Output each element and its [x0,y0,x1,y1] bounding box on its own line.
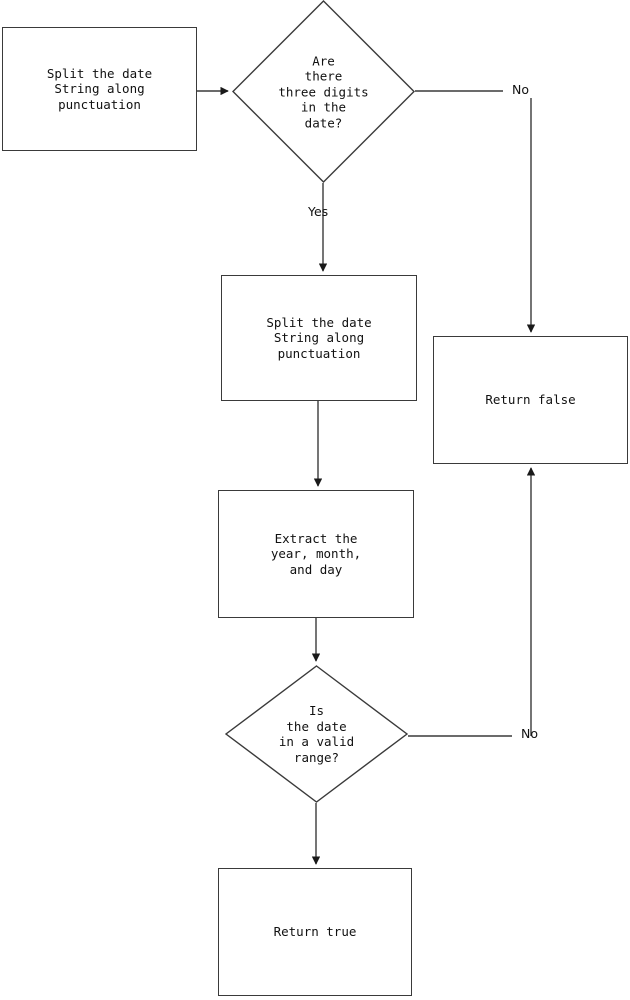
node-valid-range-decision[interactable]: Is the date in a valid range? [225,665,408,803]
node-extract-parts-label: Extract the year, month, and day [270,530,362,577]
diamond-shape [225,665,408,803]
edge-label-valid-range-no: No [521,726,538,741]
node-return-false-label: Return false [485,392,576,408]
edge-label-three-digits-no: No [512,82,529,97]
node-split-date-2-label: Split the date String along punctuation [266,314,372,361]
connector-valid-range-no [408,467,536,737]
node-three-digits-decision[interactable]: Are there three digits in the date? [232,0,415,183]
node-return-true[interactable]: Return true [218,868,412,996]
edge-label-three-digits-yes: Yes [308,204,329,219]
node-valid-range-decision-label: Is the date in a valid range? [278,703,355,765]
node-split-date-1[interactable]: Split the date String along punctuation [2,27,197,151]
node-return-false[interactable]: Return false [433,336,628,464]
diamond-shape [232,0,415,183]
node-split-date-2[interactable]: Split the date String along punctuation [221,275,417,401]
node-return-true-label: Return true [273,924,357,940]
node-extract-parts[interactable]: Extract the year, month, and day [218,490,414,618]
node-three-digits-decision-label: Are there three digits in the date? [278,52,369,130]
connector-three-digits-no [415,90,536,333]
node-split-date-1-label: Split the date String along punctuation [46,65,153,112]
